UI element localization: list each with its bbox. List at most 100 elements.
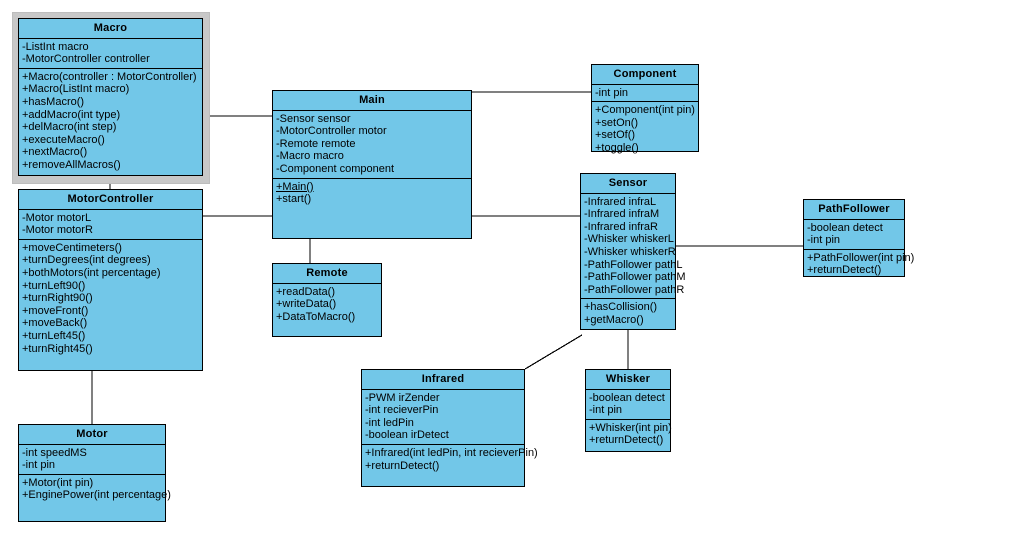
method-row: +returnDetect() [807, 264, 882, 277]
attribute-row: -Macro macro [276, 150, 344, 163]
method-row: +delMacro(int step) [22, 121, 117, 134]
method-row: +moveBack() [22, 317, 88, 330]
uml-class-sensor[interactable]: Sensor-Infrared infraL-Infrared infraM-I… [580, 173, 686, 330]
method-row: +Whisker(int pin) [589, 421, 672, 434]
method-row: +turnLeft90() [22, 279, 86, 292]
method-row: +readData() [276, 285, 336, 298]
attribute-row: -int pin [22, 459, 56, 472]
attribute-row: -int pin [589, 404, 623, 417]
class-methods-whisker: +Whisker(int pin)+returnDetect() [586, 418, 672, 449]
attribute-row: -PWM irZender [365, 391, 440, 404]
class-methods-infrared: +Infrared(int ledPin, int recieverPin)+r… [362, 443, 538, 474]
method-row: +addMacro(int type) [22, 108, 121, 121]
class-title-whisker: Whisker [586, 370, 670, 390]
method-row: +start() [276, 193, 312, 206]
method-row: +writeData() [276, 298, 337, 311]
attribute-row: -int recieverPin [365, 404, 439, 417]
uml-class-main[interactable]: Main-Sensor sensor-MotorController motor… [272, 90, 472, 239]
method-row: +turnDegrees(int degrees) [22, 254, 151, 267]
attribute-row: -PathFollower pathL [584, 258, 683, 271]
method-row: +Component(int pin) [595, 104, 695, 117]
uml-class-motorcontroller[interactable]: MotorController-Motor motorL-Motor motor… [18, 189, 203, 371]
attribute-row: -int pin [595, 86, 629, 99]
method-row: +setOf() [595, 129, 636, 142]
class-attributes-motor: -int speedMS-int pin [19, 445, 165, 474]
class-methods-motor: +Motor(int pin)+EnginePower(int percenta… [19, 473, 171, 504]
class-methods-pathfollower: +PathFollower(int pin)+returnDetect() [804, 248, 914, 279]
uml-class-remote[interactable]: Remote+readData()+writeData()+DataToMacr… [272, 263, 382, 337]
uml-class-macro[interactable]: Macro-ListInt macro-MotorController cont… [18, 18, 203, 176]
class-attributes-macro: -ListInt macro-MotorController controlle… [19, 39, 202, 68]
attribute-row: -Component component [276, 162, 395, 175]
method-row: +bothMotors(int percentage) [22, 266, 161, 279]
uml-class-infrared[interactable]: Infrared-PWM irZender-int recieverPin-in… [361, 369, 538, 487]
attribute-row: -Infrared infraL [584, 195, 657, 208]
class-methods-component: +Component(int pin)+setOn()+setOf()+togg… [592, 101, 698, 156]
attribute-row: -Sensor sensor [276, 112, 351, 125]
method-row: +Main() [276, 180, 314, 193]
method-row: +turnRight90() [22, 292, 93, 305]
method-row: +Infrared(int ledPin, int recieverPin) [365, 446, 538, 459]
class-title-sensor: Sensor [581, 174, 675, 194]
class-attributes-motorcontroller: -Motor motorL-Motor motorR [19, 210, 202, 239]
attribute-row: -Motor motorL [22, 211, 92, 224]
uml-class-pathfollower[interactable]: PathFollower-boolean detect-int pin+Path… [803, 199, 914, 279]
method-row: +turnLeft45() [22, 329, 86, 342]
attribute-row: -Infrared infraR [584, 220, 658, 233]
method-row: +executeMacro() [22, 133, 105, 146]
attribute-row: -PathFollower pathM [584, 271, 686, 284]
attribute-row: -int ledPin [365, 416, 414, 429]
class-attributes-main: -Sensor sensor-MotorController motor-Rem… [273, 111, 471, 178]
method-row: +returnDetect() [365, 459, 440, 472]
attribute-row: -int pin [807, 234, 841, 247]
class-title-component: Component [592, 65, 698, 85]
uml-class-component[interactable]: Component-int pin+Component(int pin)+set… [591, 64, 699, 154]
attribute-row: -boolean detect [807, 221, 883, 234]
uml-class-motor[interactable]: Motor-int speedMS-int pin+Motor(int pin)… [18, 424, 171, 522]
attribute-row: -MotorController motor [276, 125, 387, 138]
method-row: +removeAllMacros() [22, 158, 121, 171]
method-row: +returnDetect() [589, 434, 664, 447]
class-methods-motorcontroller: +moveCentimeters()+turnDegrees(int degre… [19, 238, 202, 357]
class-title-motor: Motor [19, 425, 165, 445]
class-attributes-sensor: -Infrared infraL-Infrared infraM-Infrare… [581, 194, 686, 299]
method-row: +moveFront() [22, 304, 89, 317]
method-row: +moveCentimeters() [22, 241, 122, 254]
class-methods-remote: +readData()+writeData()+DataToMacro() [273, 284, 381, 326]
class-title-macro: Macro [19, 19, 202, 39]
method-row: +hasMacro() [22, 95, 85, 108]
method-row: +toggle() [595, 141, 639, 154]
attribute-row: -int speedMS [22, 446, 87, 459]
attribute-row: -PathFollower pathR [584, 283, 685, 296]
method-row: +nextMacro() [22, 146, 88, 159]
class-title-infrared: Infrared [362, 370, 524, 390]
attribute-row: -Whisker whiskerL [584, 233, 674, 246]
method-row: +setOn() [595, 116, 639, 129]
attribute-row: -boolean detect [589, 391, 665, 404]
method-row: +DataToMacro() [276, 310, 356, 323]
class-attributes-pathfollower: -boolean detect-int pin [804, 220, 904, 249]
method-row: +EnginePower(int percentage) [22, 489, 171, 502]
attribute-row: -Remote remote [276, 137, 356, 150]
class-title-remote: Remote [273, 264, 381, 284]
attribute-row: -boolean irDetect [365, 429, 449, 442]
class-title-motorcontroller: MotorController [19, 190, 202, 210]
class-methods-sensor: +hasCollision()+getMacro() [581, 298, 675, 328]
class-title-pathfollower: PathFollower [804, 200, 904, 220]
attribute-row: -MotorController controller [22, 53, 150, 66]
attribute-row: -ListInt macro [22, 40, 89, 53]
attribute-row: -Whisker whiskerR [584, 245, 676, 258]
link-sensor-infrared [524, 334, 583, 370]
attribute-row: -Infrared infraM [584, 208, 660, 221]
class-methods-main: +Main()+start() [273, 177, 471, 208]
attribute-row: -Motor motorR [22, 224, 93, 237]
class-methods-macro: +Macro(controller : MotorController)+Mac… [19, 67, 202, 174]
method-row: +getMacro() [584, 313, 644, 326]
method-row: +Macro(ListInt macro) [22, 83, 130, 96]
uml-class-whisker[interactable]: Whisker-boolean detect-int pin+Whisker(i… [585, 369, 672, 452]
class-attributes-whisker: -boolean detect-int pin [586, 390, 670, 419]
class-title-main: Main [273, 91, 471, 111]
method-row: +turnRight45() [22, 342, 93, 355]
method-row: +Macro(controller : MotorController) [22, 70, 197, 83]
